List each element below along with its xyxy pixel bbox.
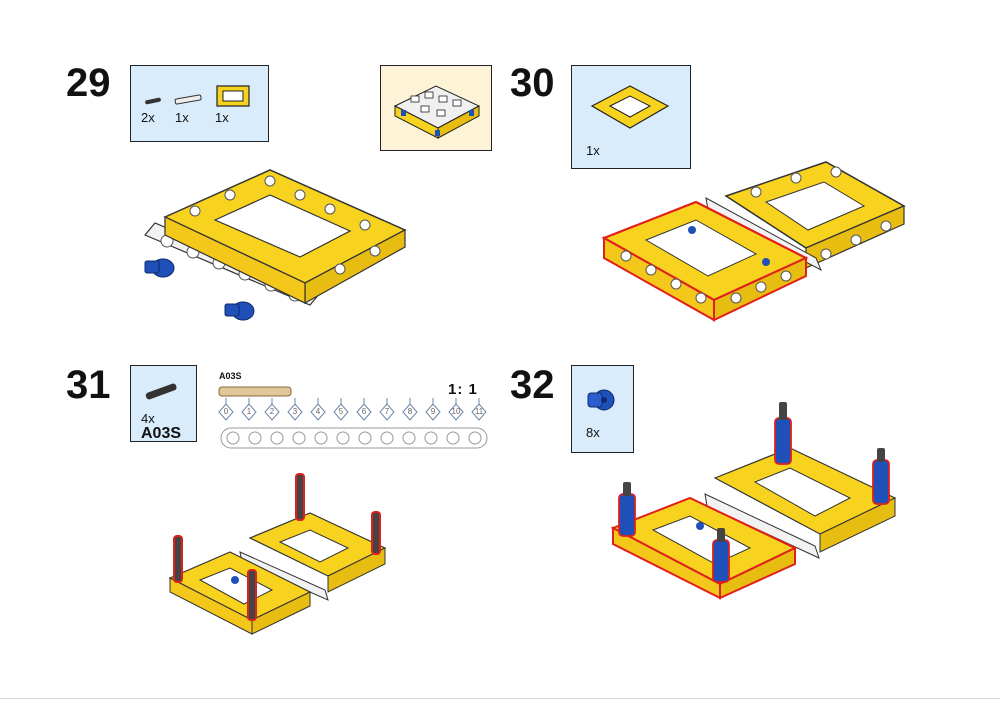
part-ruler: A03S 1: 1 0 1 2 3 4 5 6 7 8 9 10 11	[215, 370, 495, 450]
step-31-parts-box: 4x A03S	[130, 365, 197, 442]
pin-icon	[145, 97, 161, 105]
part-qty: 1x	[586, 143, 600, 158]
frame-icon	[590, 85, 670, 129]
ruler-scale-ratio: 1: 1	[448, 381, 478, 398]
part-code: A03S	[141, 425, 182, 442]
step-31-number: 31	[66, 363, 111, 407]
ruler-tick: 4	[315, 407, 321, 416]
part-qty: 1x	[175, 110, 189, 125]
step-29-assembly-illustration	[144, 169, 407, 321]
frame-icon	[216, 85, 250, 107]
step-32-parts-box: 8x	[571, 365, 634, 453]
step-30-assembly-illustration	[601, 161, 906, 322]
part-qty: 8x	[586, 425, 600, 440]
ruler-tick: 7	[384, 407, 390, 416]
step-32-assembly-illustration	[610, 402, 897, 600]
previous-model-thumbnail	[380, 65, 492, 151]
ruler-pin-icon	[218, 386, 292, 397]
step-31-assembly-illustration	[168, 473, 387, 635]
ruler-tick: 0	[223, 407, 229, 416]
ruler-markers	[218, 398, 488, 449]
step-30-parts-box: 1x	[571, 65, 691, 169]
ruler-tick: 9	[430, 407, 436, 416]
connector-icon	[587, 389, 615, 411]
ruler-tick: 10	[451, 407, 461, 416]
ruler-tick: 6	[361, 407, 367, 416]
part-qty: 2x	[141, 110, 155, 125]
model-preview-icon	[393, 85, 481, 139]
step-32-number: 32	[510, 363, 555, 407]
ruler-tick: 2	[269, 407, 275, 416]
ruler-tick: 8	[407, 407, 413, 416]
ruler-part-label: A03S	[219, 371, 242, 381]
part-qty: 4x	[141, 411, 155, 426]
page-footer-divider	[0, 698, 1000, 699]
part-qty: 1x	[215, 110, 229, 125]
ruler-tick: 11	[474, 407, 484, 416]
step-30-number: 30	[510, 61, 555, 105]
step-29-parts-box: 2x 1x 1x	[130, 65, 269, 142]
ruler-tick: 1	[246, 407, 252, 416]
ruler-tick: 3	[292, 407, 298, 416]
axle-icon	[174, 94, 202, 105]
step-29-number: 29	[66, 61, 111, 105]
ruler-tick: 5	[338, 407, 344, 416]
axle-pin-icon	[145, 383, 177, 400]
